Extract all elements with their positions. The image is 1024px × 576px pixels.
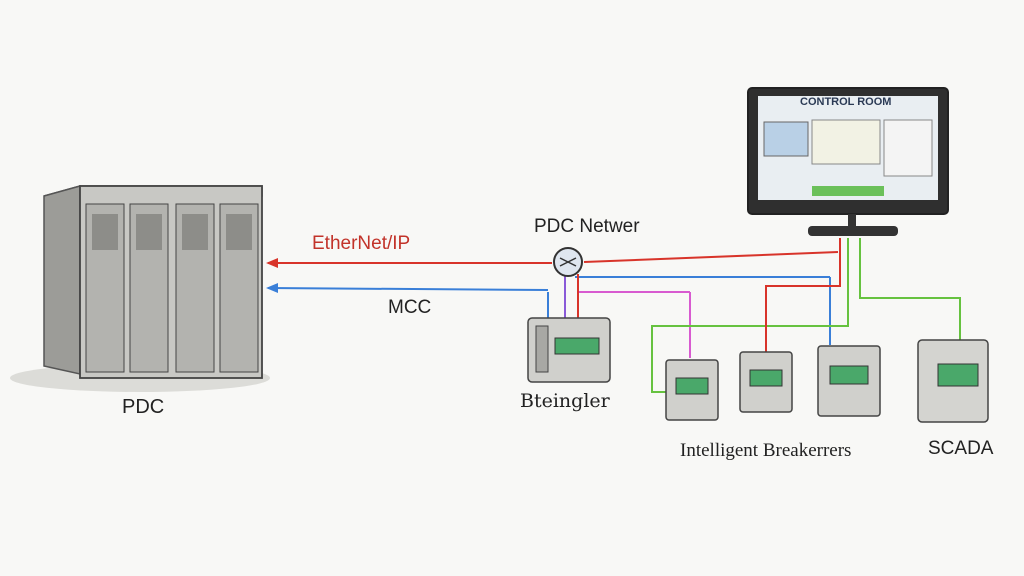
pdc-door-3 bbox=[175, 203, 215, 373]
network-switch-icon bbox=[553, 247, 583, 277]
pdc-label: PDC bbox=[122, 396, 165, 418]
intelligent-breakers-label: Intelligent Breakerrers bbox=[680, 440, 852, 461]
ethernet-ip-label: EtherNet/IP bbox=[312, 233, 411, 254]
breaker-2 bbox=[739, 351, 793, 413]
pdc-door-4 bbox=[219, 203, 259, 373]
mcc-link bbox=[267, 287, 549, 291]
control-room-monitor bbox=[747, 87, 949, 236]
monitor-base bbox=[808, 226, 898, 236]
monitor-list-panel bbox=[883, 119, 933, 177]
breaker-3 bbox=[817, 345, 881, 417]
bteingler-device bbox=[527, 317, 611, 383]
ethernet-arrowhead-icon bbox=[266, 258, 278, 268]
pdc-door-1 bbox=[85, 203, 125, 373]
monitor-status-bar bbox=[812, 186, 884, 196]
network-label: PDC Netwer bbox=[534, 216, 640, 237]
green-bus-link bbox=[859, 238, 961, 340]
breaker-1 bbox=[665, 359, 719, 421]
monitor-chart-panel bbox=[763, 121, 809, 157]
green-bus-link-2 bbox=[651, 238, 849, 393]
mcc-arrowhead-icon bbox=[266, 283, 278, 293]
monitor-data-panel bbox=[811, 119, 881, 165]
pdc-door-2 bbox=[129, 203, 169, 373]
red-breaker-link bbox=[765, 238, 841, 352]
scada-device bbox=[917, 339, 989, 423]
scada-label: SCADA bbox=[928, 438, 994, 459]
monitor-to-switch-link bbox=[583, 251, 839, 263]
monitor-title: CONTROL ROOM bbox=[800, 96, 892, 108]
mcc-label: MCC bbox=[388, 297, 432, 318]
bteingler-label: Bteingler bbox=[520, 390, 610, 412]
pdc-cabinet bbox=[43, 185, 263, 379]
